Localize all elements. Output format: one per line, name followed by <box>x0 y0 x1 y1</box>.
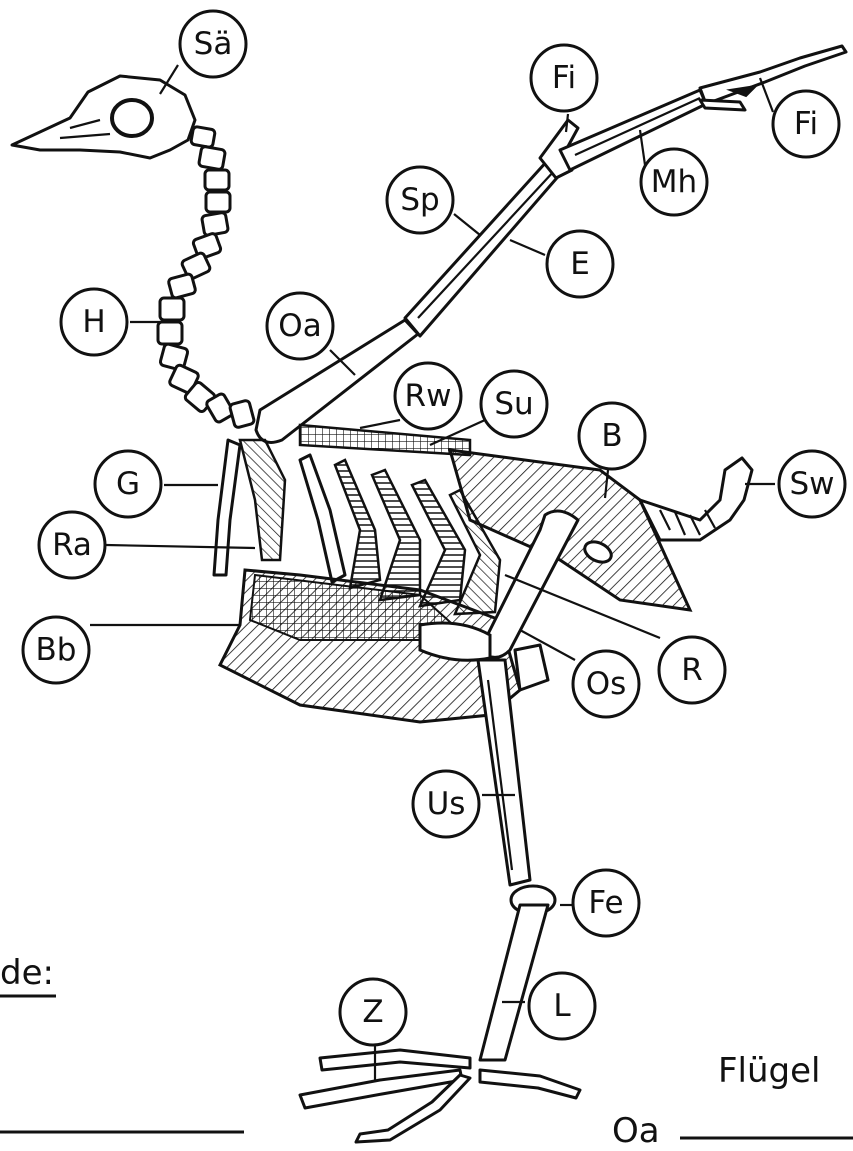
svg-text:Os: Os <box>586 666 627 702</box>
svg-text:Su: Su <box>494 386 533 422</box>
svg-text:E: E <box>570 246 590 282</box>
svg-text:Oa: Oa <box>278 308 321 344</box>
label-fi-tip: Fi <box>773 91 839 157</box>
legend-fragment: de: <box>0 953 54 993</box>
skull <box>12 76 195 158</box>
label-fe: Fe <box>573 870 639 936</box>
svg-text:Fi: Fi <box>552 60 576 96</box>
svg-text:B: B <box>601 418 622 454</box>
wing-heading: Flügel <box>718 1051 821 1091</box>
svg-text:Rw: Rw <box>405 378 452 414</box>
svg-text:Ra: Ra <box>52 527 92 563</box>
label-g: G <box>95 451 161 517</box>
label-ra: Ra <box>39 512 105 578</box>
label-z: Z <box>340 979 406 1045</box>
svg-text:L: L <box>553 988 571 1024</box>
svg-text:Mh: Mh <box>651 164 697 200</box>
tail <box>640 458 752 540</box>
label-sa: Sä <box>180 11 246 77</box>
neck-vertebrae <box>158 126 255 428</box>
svg-text:Z: Z <box>362 994 383 1030</box>
label-r: R <box>659 637 725 703</box>
label-sw: Sw <box>779 451 845 517</box>
label-l: L <box>529 973 595 1039</box>
svg-text:Sp: Sp <box>400 182 439 218</box>
label-us: Us <box>413 771 479 837</box>
label-os: Os <box>573 651 639 717</box>
svg-text:Sä: Sä <box>194 26 233 62</box>
svg-text:Fe: Fe <box>588 885 623 921</box>
label-rw: Rw <box>395 363 461 429</box>
label-su: Su <box>481 371 547 437</box>
svg-text:H: H <box>82 304 105 340</box>
svg-text:Fi: Fi <box>794 106 818 142</box>
label-bb: Bb <box>23 617 89 683</box>
svg-text:Us: Us <box>427 786 466 822</box>
svg-text:G: G <box>116 466 140 502</box>
svg-text:Sw: Sw <box>789 466 834 502</box>
label-h: H <box>61 289 127 355</box>
label-oa: Oa <box>267 293 333 359</box>
svg-text:R: R <box>681 652 703 688</box>
label-e: E <box>547 231 613 297</box>
svg-text:Bb: Bb <box>36 632 77 668</box>
label-mh: Mh <box>641 149 707 215</box>
label-sp: Sp <box>387 167 453 233</box>
label-fi-wrist: Fi <box>531 45 597 111</box>
label-b: B <box>579 403 645 469</box>
wing-item-oa: Oa <box>612 1111 660 1151</box>
